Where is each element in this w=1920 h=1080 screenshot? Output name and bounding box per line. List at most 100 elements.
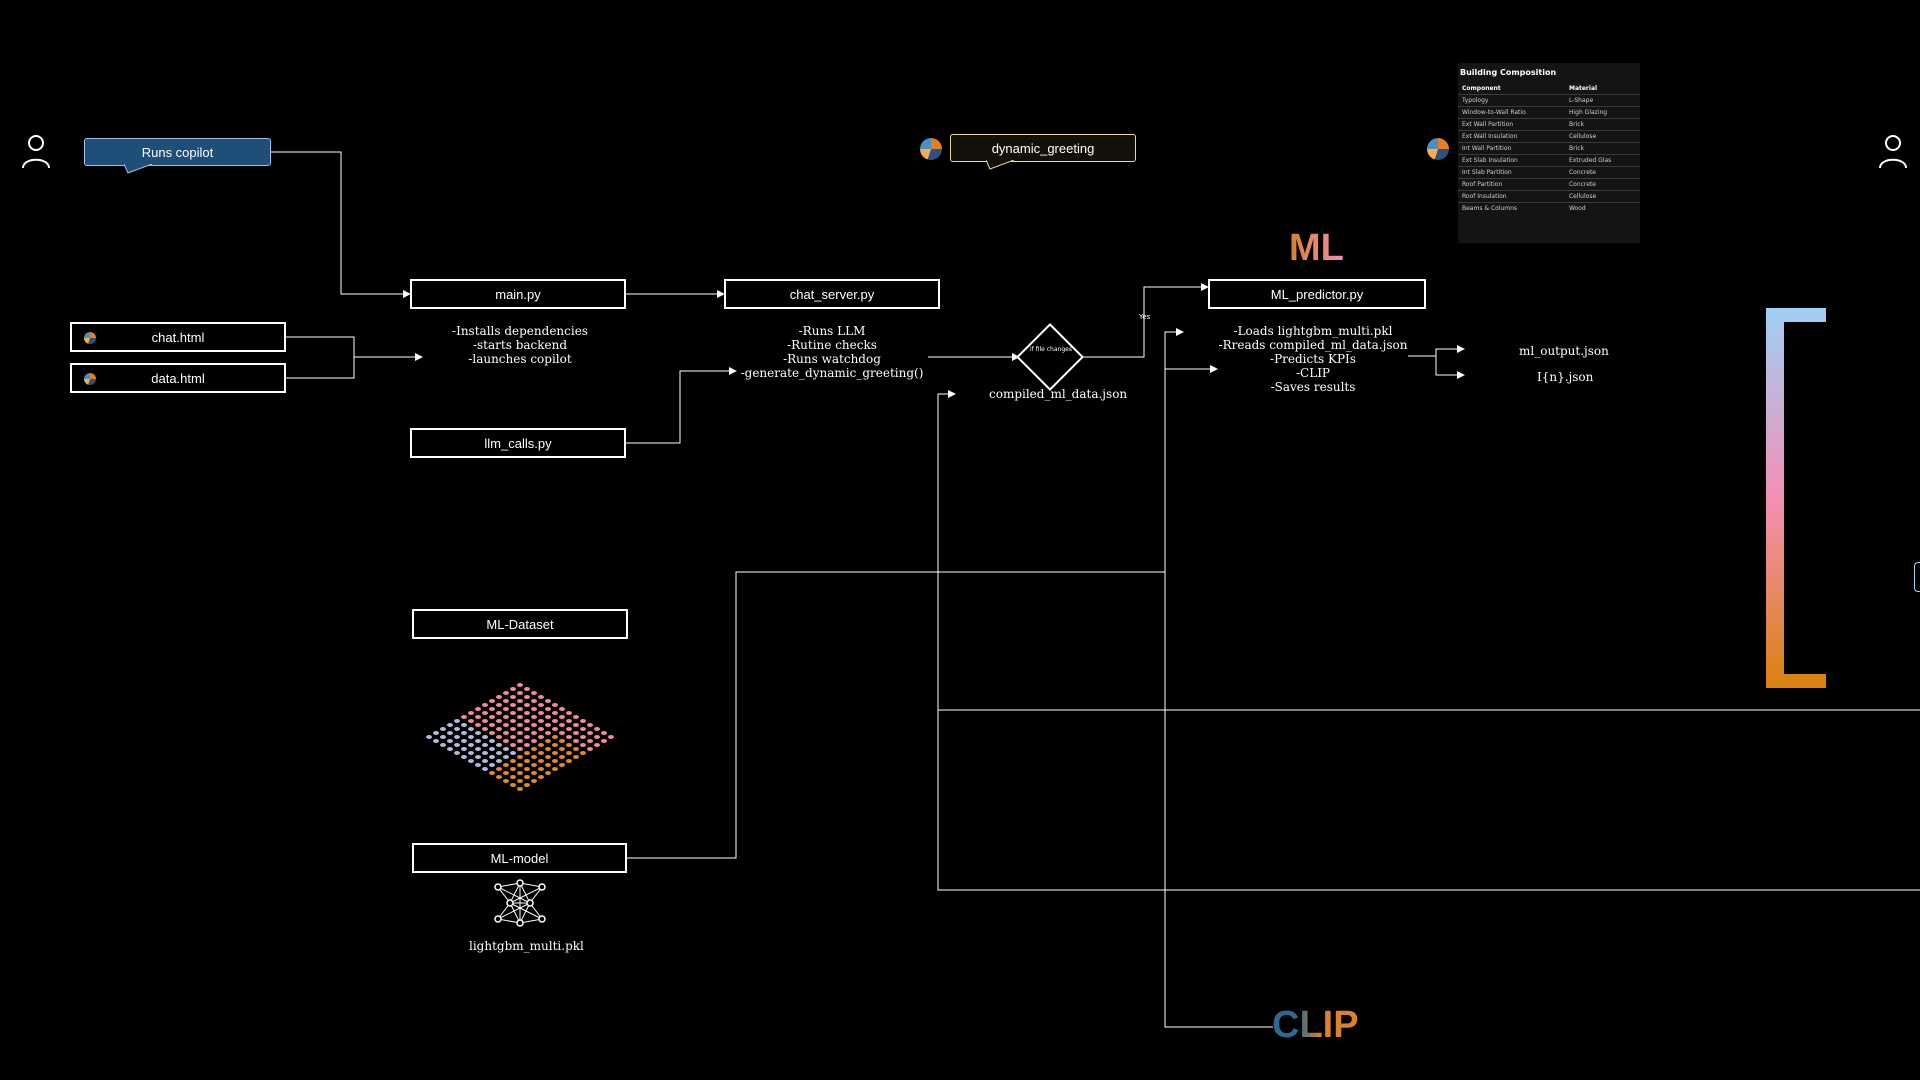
dataset-point bbox=[517, 787, 523, 791]
dataset-point bbox=[510, 751, 516, 755]
dataset-point bbox=[503, 755, 509, 759]
ml-model-label: ML-model bbox=[490, 850, 549, 866]
dataset-point bbox=[496, 695, 502, 699]
ml-model-box[interactable]: ML-model bbox=[412, 843, 627, 873]
dataset-point bbox=[475, 723, 481, 727]
dataset-point bbox=[461, 755, 467, 759]
dataset-point bbox=[510, 783, 516, 787]
dataset-point bbox=[552, 767, 558, 771]
dataset-point bbox=[566, 727, 572, 731]
dataset-point bbox=[447, 747, 453, 751]
dataset-point bbox=[545, 771, 551, 775]
dataset-point bbox=[538, 751, 544, 755]
dataset-point bbox=[496, 735, 502, 739]
dataset-point bbox=[552, 719, 558, 723]
dataset-point bbox=[580, 743, 586, 747]
ml-predictor-py-box[interactable]: ML_predictor.py bbox=[1208, 279, 1426, 309]
dataset-point bbox=[566, 719, 572, 723]
dataset-point bbox=[510, 719, 516, 723]
dataset-point bbox=[587, 723, 593, 727]
dataset-point bbox=[587, 731, 593, 735]
dataset-point bbox=[475, 739, 481, 743]
main-py-label: main.py bbox=[495, 286, 541, 302]
main-py-box[interactable]: main.py bbox=[410, 279, 626, 309]
dataset-point bbox=[580, 735, 586, 739]
dataset-point bbox=[538, 767, 544, 771]
predictor-note: -Rreads compiled_ml_data.json bbox=[1218, 338, 1408, 352]
dataset-point bbox=[531, 731, 537, 735]
dataset-point bbox=[545, 747, 551, 751]
dataset-point bbox=[531, 691, 537, 695]
component-cell: Ext Wall Partition bbox=[1458, 118, 1565, 131]
llm-calls-py-box[interactable]: llm_calls.py bbox=[410, 428, 626, 458]
predictor-note: -Loads lightgbm_multi.pkl bbox=[1233, 324, 1393, 338]
dataset-point bbox=[580, 719, 586, 723]
dataset-point bbox=[601, 739, 607, 743]
main-note: -launches copilot bbox=[468, 352, 572, 366]
user-icon-right bbox=[1879, 135, 1907, 169]
material-cell: Cellulose bbox=[1564, 130, 1640, 143]
dataset-point bbox=[552, 743, 558, 747]
chat-server-py-box[interactable]: chat_server.py bbox=[724, 279, 940, 309]
dataset-point bbox=[503, 707, 509, 711]
dataset-point bbox=[524, 687, 530, 691]
dataset-point bbox=[538, 711, 544, 715]
dataset-point bbox=[475, 707, 481, 711]
dataset-point bbox=[573, 715, 579, 719]
chat-html-box[interactable]: chat.html bbox=[70, 322, 286, 352]
dataset-point bbox=[489, 707, 495, 711]
dataset-point bbox=[573, 723, 579, 727]
globe-icon bbox=[920, 138, 942, 160]
dataset-point bbox=[489, 699, 495, 703]
dataset-point bbox=[461, 723, 467, 727]
dataset-point bbox=[503, 723, 509, 727]
dataset-point bbox=[531, 715, 537, 719]
material-cell: Brick bbox=[1564, 118, 1640, 131]
dataset-point bbox=[510, 703, 516, 707]
dataset-point bbox=[510, 687, 516, 691]
dataset-point bbox=[524, 695, 530, 699]
dataset-point bbox=[531, 763, 537, 767]
component-cell: Ext Slab Insulation bbox=[1458, 154, 1565, 167]
dataset-point bbox=[524, 767, 530, 771]
dataset-point bbox=[503, 779, 509, 783]
dataset-point bbox=[517, 699, 523, 703]
dataset-point bbox=[440, 743, 446, 747]
dataset-point bbox=[531, 699, 537, 703]
dataset-point bbox=[496, 727, 502, 731]
dataset-point bbox=[559, 747, 565, 751]
dataset-point bbox=[489, 739, 495, 743]
dataset-point bbox=[559, 763, 565, 767]
chat-server-note: -Rutine checks bbox=[787, 338, 877, 352]
dataset-point bbox=[594, 727, 600, 731]
dataset-point bbox=[454, 727, 460, 731]
ml-dataset-box[interactable]: ML-Dataset bbox=[412, 609, 628, 639]
dataset-point bbox=[531, 723, 537, 727]
data-html-box[interactable]: data.html bbox=[70, 363, 286, 393]
dataset-point bbox=[503, 731, 509, 735]
lightgbm-file-label: lightgbm_multi.pkl bbox=[469, 939, 584, 953]
dataset-point bbox=[545, 731, 551, 735]
dataset-point bbox=[482, 719, 488, 723]
dataset-point bbox=[524, 783, 530, 787]
component-cell: Roof Insulation bbox=[1458, 190, 1565, 203]
dataset-point bbox=[482, 703, 488, 707]
dataset-point bbox=[503, 771, 509, 775]
wire-chathtml-merge bbox=[286, 336, 355, 357]
dataset-point bbox=[524, 743, 530, 747]
component-cell: Beams & Columns bbox=[1458, 202, 1565, 214]
ml-wordmark: ML bbox=[1289, 227, 1344, 269]
dataset-point bbox=[524, 735, 530, 739]
dataset-point bbox=[440, 735, 446, 739]
dataset-point bbox=[531, 739, 537, 743]
component-cell: Ext Wall Insulation bbox=[1458, 130, 1565, 143]
wire-clip bbox=[1164, 572, 1273, 1028]
dataset-point bbox=[510, 735, 516, 739]
dataset-point bbox=[461, 715, 467, 719]
